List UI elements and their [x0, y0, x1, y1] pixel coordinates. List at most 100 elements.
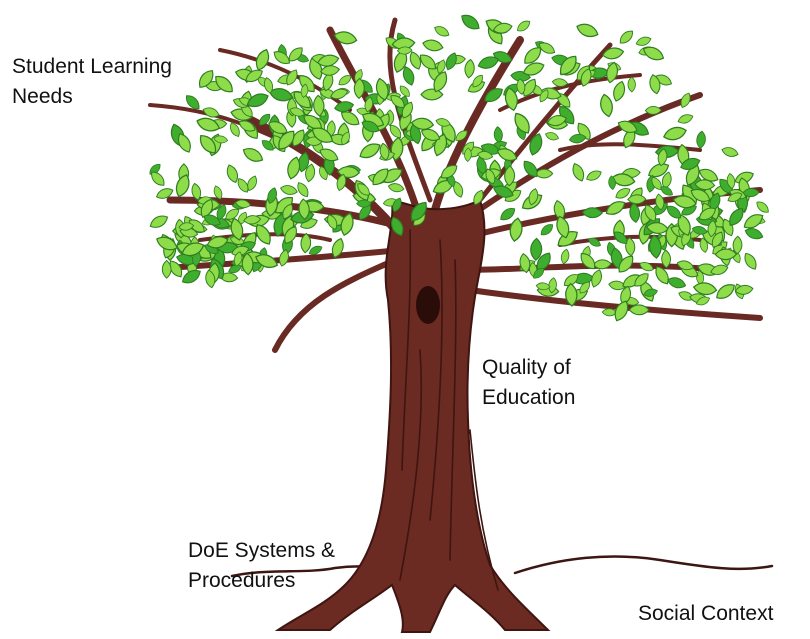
leaf — [181, 242, 205, 257]
leaf — [643, 288, 658, 297]
leaf — [711, 231, 723, 248]
label-doe-systems-procedures: DoE Systems & Procedures — [188, 536, 335, 596]
leaf — [648, 234, 662, 259]
leaf — [361, 120, 380, 133]
leaf — [410, 201, 427, 222]
leaf — [245, 69, 263, 83]
leaf — [205, 269, 216, 289]
leaf — [317, 54, 340, 67]
leaf — [655, 266, 669, 285]
leaf — [580, 68, 592, 87]
leaf — [178, 222, 195, 231]
leaf — [319, 65, 341, 76]
leaf — [477, 151, 494, 160]
leaf — [509, 217, 523, 242]
leaf — [156, 236, 178, 251]
leaf — [523, 160, 538, 178]
leaf — [202, 107, 220, 118]
leaf — [649, 74, 661, 95]
leaf — [213, 135, 229, 144]
leaf — [238, 120, 256, 132]
leaf — [540, 224, 554, 236]
label-quality-of-education-line2: Education — [482, 386, 576, 409]
trunk-body — [274, 198, 551, 633]
leaf — [493, 185, 514, 198]
leaf — [484, 88, 503, 102]
leaf — [288, 47, 303, 62]
leaf — [401, 101, 413, 119]
leaf — [247, 175, 257, 192]
label-student-learning-needs-line2: Needs — [12, 85, 73, 108]
leaf — [504, 87, 518, 112]
leaf — [699, 237, 709, 253]
leaf — [282, 203, 293, 220]
leaf — [340, 111, 360, 126]
leaf — [226, 164, 238, 184]
leaf — [756, 201, 769, 213]
leaf — [519, 253, 531, 274]
bark-lines — [399, 229, 499, 591]
leaf — [198, 70, 214, 88]
leaf — [695, 296, 711, 306]
leaf — [586, 170, 602, 181]
leaf — [433, 71, 448, 93]
leaf — [246, 93, 269, 108]
leaf — [279, 185, 298, 195]
leaf — [399, 85, 410, 97]
leaf — [267, 187, 277, 204]
leaf — [338, 75, 352, 86]
leaf — [149, 215, 169, 228]
leaf — [175, 174, 190, 198]
leaf — [591, 269, 602, 288]
leaf — [308, 245, 323, 255]
leaf — [714, 248, 738, 261]
leaf — [199, 134, 217, 154]
leaf — [330, 88, 349, 100]
leaf — [359, 143, 381, 159]
leaf — [453, 181, 464, 198]
leaf — [663, 126, 687, 141]
leaf — [627, 76, 636, 93]
leaf — [356, 199, 372, 208]
leaf — [255, 48, 270, 71]
leaf — [279, 249, 289, 267]
leaf — [390, 95, 405, 108]
trunk — [274, 198, 551, 633]
leaf — [432, 180, 454, 194]
leaf — [523, 78, 536, 97]
label-quality-of-education: Quality of Education — [482, 353, 575, 413]
leaf — [677, 114, 694, 124]
leaf — [289, 107, 305, 117]
leaf — [243, 215, 262, 225]
leaf — [464, 58, 475, 79]
leaf — [606, 61, 619, 84]
leaf — [216, 204, 227, 221]
leaf — [472, 74, 483, 88]
leaf — [391, 37, 416, 50]
leaf — [485, 168, 496, 185]
leaf — [286, 69, 298, 86]
leaf — [615, 188, 631, 199]
leaf — [496, 148, 518, 161]
leaf — [657, 148, 668, 167]
leaf — [576, 23, 599, 38]
leaf — [311, 127, 334, 143]
leaf — [721, 147, 739, 157]
leaf — [614, 231, 628, 244]
leaf — [419, 54, 436, 70]
leaf — [655, 193, 665, 211]
leaf — [341, 131, 350, 146]
leaf — [161, 259, 172, 279]
label-doe-systems-procedures-line1: DoE Systems & — [188, 539, 336, 562]
leaf — [726, 172, 736, 190]
leaf — [203, 214, 221, 226]
leaf — [605, 201, 626, 215]
leaf — [259, 113, 271, 126]
leaf — [601, 47, 625, 60]
leaf — [461, 14, 480, 30]
leaf — [278, 130, 295, 150]
leaf — [680, 92, 691, 108]
leaf — [535, 282, 551, 291]
leaf — [743, 214, 764, 229]
